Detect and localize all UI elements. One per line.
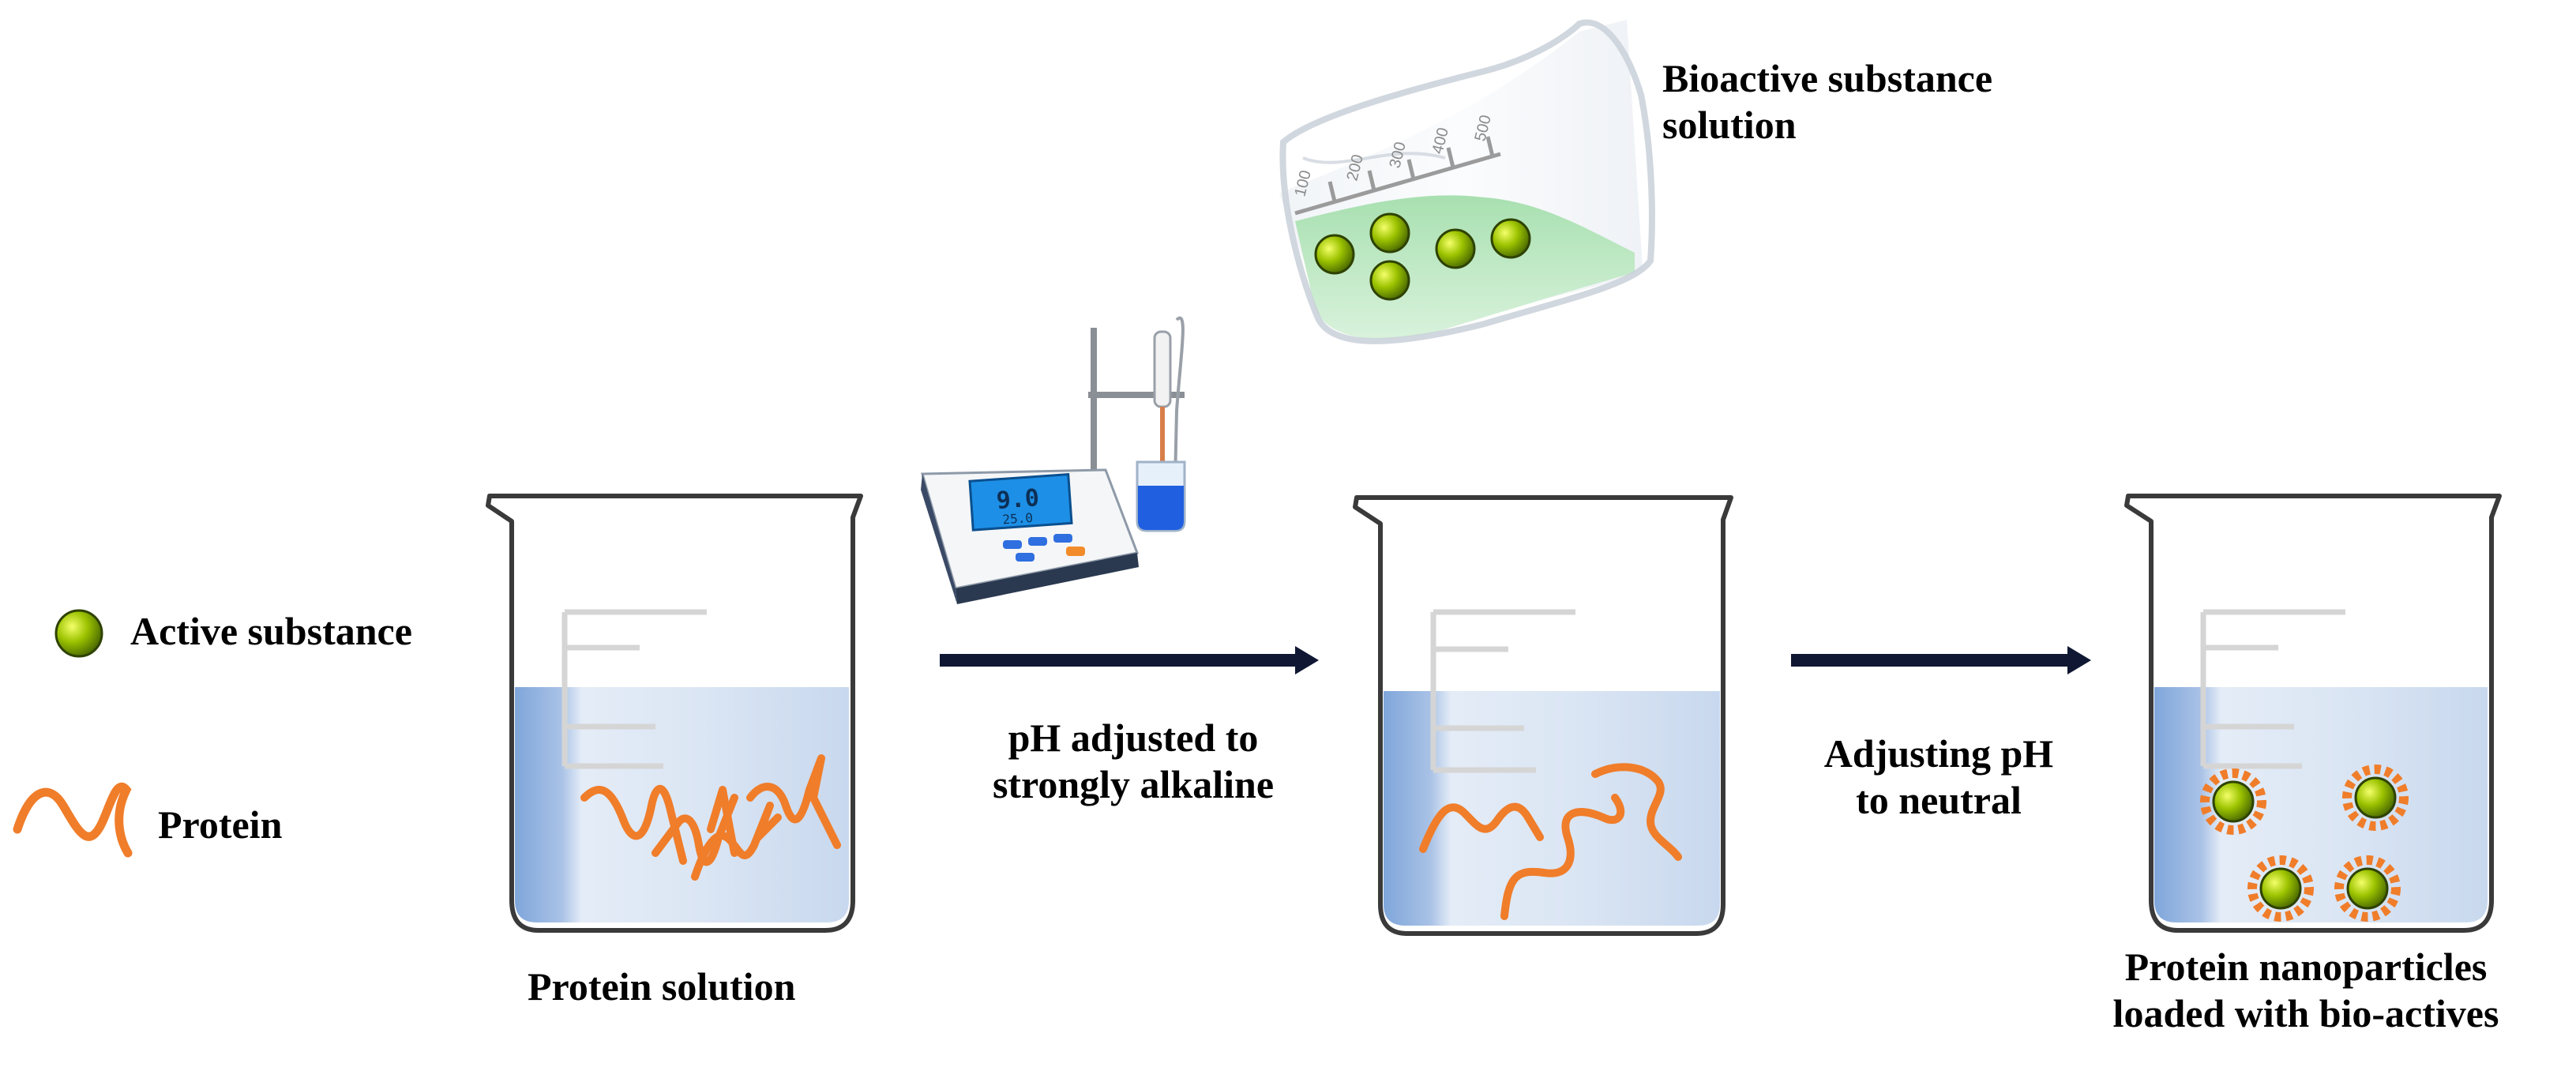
bioactive-solution-label-line1: Bioactive substance — [1662, 56, 1993, 100]
protein-legend-icon — [13, 782, 133, 858]
protein-solution-label: Protein solution — [528, 964, 796, 1009]
bioactive-solution-label-line2: solution — [1662, 103, 1797, 147]
nanoparticle-beaker — [2124, 494, 2502, 933]
process-arrow-1 — [940, 646, 1319, 674]
active-substance-particles — [1314, 212, 1531, 301]
step1-label-line1: pH adjusted to — [1008, 716, 1259, 760]
legend — [13, 609, 133, 858]
final-label: Protein nanoparticles loaded with bio-ac… — [2037, 944, 2574, 1037]
meter-display-main: 9.0 — [996, 484, 1040, 515]
loaded-nanoparticles — [2200, 765, 2409, 922]
ph-meter: 9.0 25.0 — [921, 316, 1186, 604]
final-label-line2: loaded with bio-actives — [2112, 991, 2499, 1035]
beaker-glass — [486, 494, 863, 933]
step2-label-line2: to neutral — [1856, 778, 2022, 822]
protein-strands — [580, 754, 841, 881]
pour-beaker-outline — [1279, 19, 1655, 344]
alkaline-beaker — [1353, 495, 1733, 936]
step1-label: pH adjusted to strongly alkaline — [916, 715, 1350, 808]
meter-display-sub: 25.0 — [1002, 510, 1034, 528]
final-label-line1: Protein nanoparticles — [2124, 945, 2488, 989]
unfolded-protein-strands — [1419, 763, 1682, 920]
step1-label-line2: strongly alkaline — [992, 762, 1275, 806]
legend-protein-label: Protein — [158, 802, 283, 847]
bioactive-solution-label: Bioactive substance solution — [1662, 55, 1992, 148]
active-substance-legend-icon — [54, 609, 103, 658]
beaker-liquid — [515, 687, 849, 922]
bioactive-solution-beaker: 100 200 300 400 500 — [1279, 19, 1655, 344]
step2-label: Adjusting pH to neutral — [1761, 731, 2116, 824]
process-arrow-2 — [1791, 646, 2091, 674]
legend-active-substance-label: Active substance — [130, 609, 412, 653]
protein-solution-beaker — [486, 494, 863, 933]
step2-label-line1: Adjusting pH — [1823, 731, 2054, 776]
